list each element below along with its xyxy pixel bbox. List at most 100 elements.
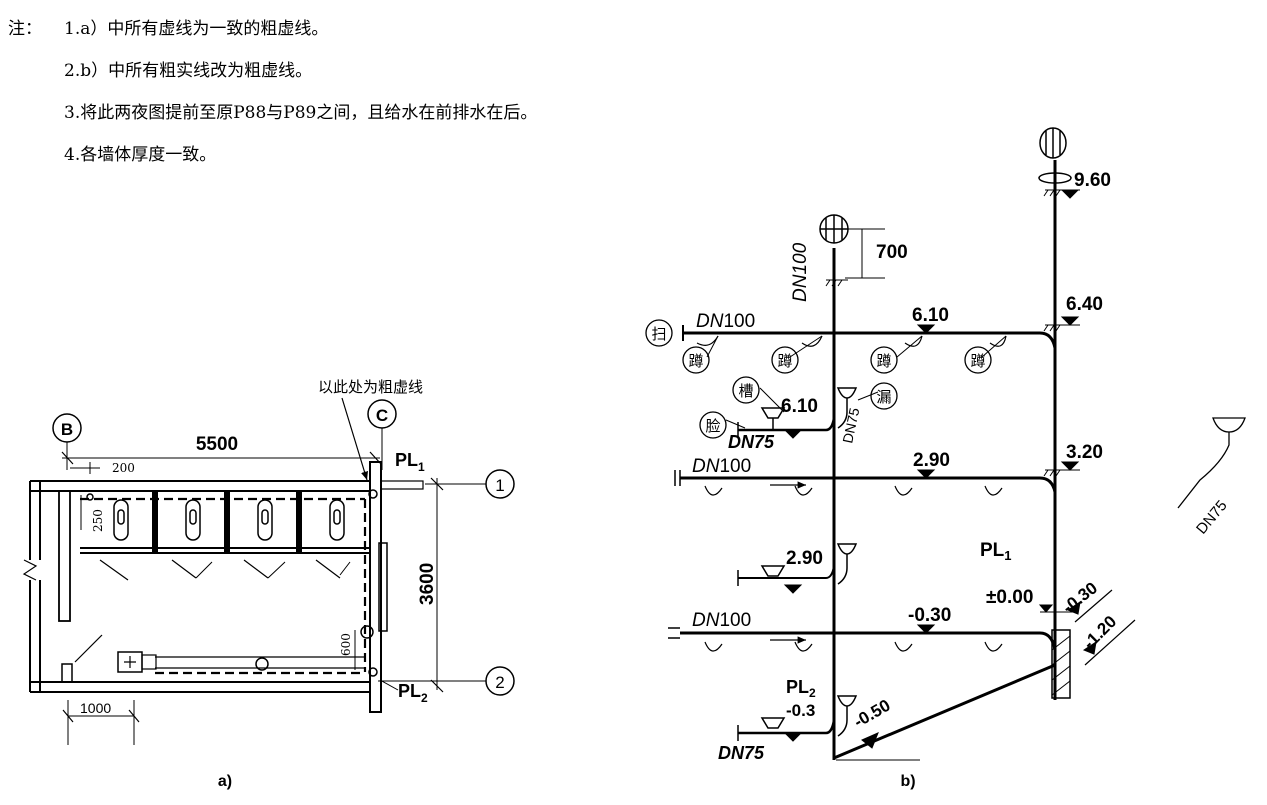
squat-pan xyxy=(185,499,201,541)
note-item-1: 1.a）中所有虚线为一致的粗虚线。 xyxy=(64,19,329,39)
system-b xyxy=(645,127,1136,761)
branch-dn75-upper xyxy=(738,417,836,432)
trough-label: 槽 xyxy=(738,382,753,400)
floor-drain xyxy=(360,625,374,639)
elev-6-10-main: 6.10 xyxy=(912,305,949,326)
annotation-text: 以此处为粗虚线 xyxy=(318,378,423,396)
door-stub xyxy=(61,663,73,682)
elev-m0-50: -0.50 xyxy=(851,696,894,732)
squat-label-2: 蹲 xyxy=(777,352,792,370)
elev-marker xyxy=(1060,461,1080,471)
floor-drain xyxy=(255,657,269,671)
elev-marker xyxy=(783,732,803,742)
slope-arrow xyxy=(1066,600,1081,615)
basin-lower xyxy=(760,717,786,729)
squat-label-4: 蹲 xyxy=(970,352,985,370)
branch-2-90 xyxy=(680,476,1057,493)
door-swing xyxy=(74,634,103,663)
elev-marker xyxy=(1060,189,1080,199)
vent-cap-pl2 xyxy=(819,214,849,244)
dim-700-label: 700 xyxy=(876,242,908,263)
squat-pan xyxy=(257,499,273,541)
squat-circle xyxy=(870,346,898,374)
note-item-4: 4.各墙体厚度一致。 xyxy=(64,145,217,165)
elev-m0-30-main: -0.30 xyxy=(908,605,951,626)
axis-2-label: 2 xyxy=(495,673,504,692)
notes-heading: 注： xyxy=(8,19,42,39)
dn100-mid-label: DN100 xyxy=(692,456,751,477)
funnel-mid xyxy=(836,543,858,585)
elev-marker xyxy=(916,469,936,479)
elev-marker xyxy=(1038,604,1054,613)
note-item-3: 3.将此两夜图提前至原P88与P89之间，且给水在前排水在后。 xyxy=(64,103,538,123)
axis-c-label: C xyxy=(376,406,388,425)
pl1-stub xyxy=(380,480,424,490)
stall-divider xyxy=(224,491,230,553)
elev-marker xyxy=(783,429,803,439)
system-pl2-label: PL2 xyxy=(786,677,816,700)
cleanout-circle xyxy=(645,319,673,347)
caption-b: b) xyxy=(900,773,915,790)
plan-a xyxy=(22,397,515,745)
elev-marker xyxy=(783,584,803,594)
squat-pan xyxy=(113,499,129,541)
elev-marker xyxy=(916,624,936,634)
elev-9-60: 9.60 xyxy=(1074,170,1111,191)
dim-250-label: 250 xyxy=(91,509,105,532)
dim-200-label: 200 xyxy=(112,461,135,475)
funnel-label: 漏 xyxy=(876,388,891,406)
dim-700 xyxy=(845,228,885,279)
stall-divider xyxy=(152,491,158,553)
pl2-pipe xyxy=(368,667,378,677)
elev-2-90-branch: 2.90 xyxy=(786,548,823,569)
dn100-low-label: DN100 xyxy=(692,610,751,631)
elev-0-00: ±0.00 xyxy=(986,587,1033,608)
basin-circle xyxy=(699,411,727,439)
squat-circle xyxy=(771,346,799,374)
branch-level2-sub xyxy=(738,565,835,579)
annotation-leader xyxy=(341,397,368,481)
elev-m1-20: -1.20 xyxy=(1079,612,1120,653)
dn75-vertical-label: DN75 xyxy=(839,406,862,445)
cleanout-point xyxy=(86,493,94,501)
note-item-2: 2.b）中所有粗实线改为粗虚线。 xyxy=(64,61,313,81)
dn100-top-label: DN100 xyxy=(696,311,755,332)
slope-arrow xyxy=(861,732,879,749)
side-dn75-label: DN75 xyxy=(1193,497,1231,537)
squat-circle xyxy=(682,346,710,374)
column-b xyxy=(58,490,71,622)
dn75-lower-label: DN75 xyxy=(718,743,765,763)
left-wall xyxy=(29,481,41,692)
bottom-wall xyxy=(30,681,370,693)
basin-label: 脸 xyxy=(705,417,720,435)
dim-height-label: 3600 xyxy=(417,563,438,605)
trough-circle xyxy=(732,376,760,404)
urinal-panel xyxy=(378,542,388,632)
elev-m0-3: -0.3 xyxy=(786,701,815,720)
cleanout-label: 扫 xyxy=(651,325,666,343)
system-pl1-label: PL1 xyxy=(980,540,1012,563)
axis-b-label: B xyxy=(61,420,73,439)
branch-dn75-lower xyxy=(738,719,836,735)
dim-width-label: 5500 xyxy=(196,434,238,455)
plan-pl1-label: PL1 xyxy=(395,450,425,474)
axis-1-label: 1 xyxy=(495,476,504,495)
elev-3-20: 3.20 xyxy=(1066,442,1103,463)
side-detail xyxy=(1177,417,1246,509)
branch-6-10 xyxy=(683,331,1057,349)
elev-2-90-main: 2.90 xyxy=(913,450,950,471)
elev-marker xyxy=(1060,316,1080,326)
top-wall xyxy=(30,480,370,492)
elev-6-10-branch: 6.10 xyxy=(781,396,818,417)
stall-door xyxy=(99,559,341,581)
funnel-upper xyxy=(836,387,858,429)
slope-arrow xyxy=(1082,640,1097,655)
branch-m0-30 xyxy=(680,631,1057,651)
squat-circle xyxy=(964,346,992,374)
pl1-pipe xyxy=(368,489,378,499)
basin-upper xyxy=(760,407,786,419)
elev-6-40: 6.40 xyxy=(1066,294,1103,315)
plan-pl2-label: PL2 xyxy=(398,681,428,705)
dim-1000-label: 1000 xyxy=(80,700,111,716)
